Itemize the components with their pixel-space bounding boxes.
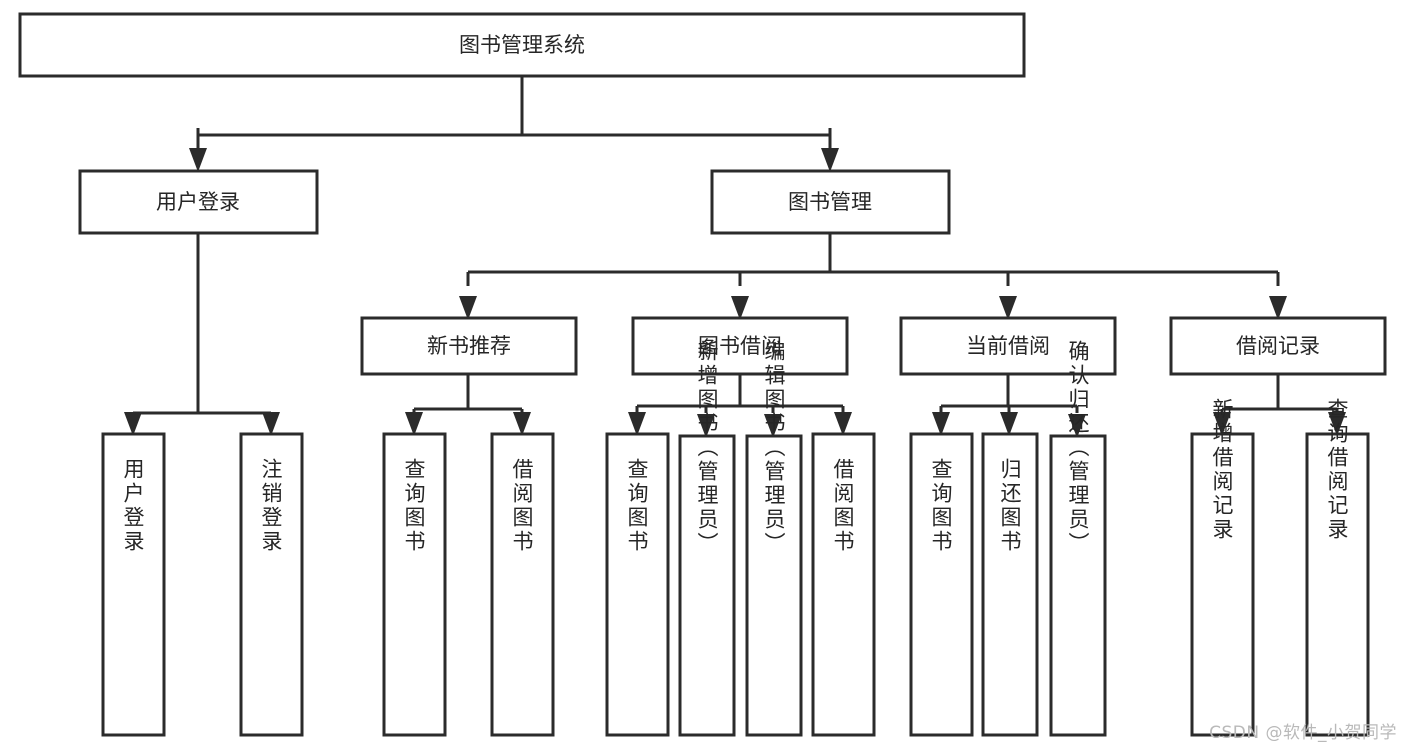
leaf-nbr-query-book-label: 查询图书 [402, 458, 426, 554]
node-user-login[interactable]: 用户登录 [78, 169, 319, 235]
node-borrow-record[interactable]: 借阅记录 [1169, 316, 1387, 376]
node-borrow-record-label: 借阅记录 [1236, 334, 1320, 358]
arrow-leaf-user-login-1 [124, 412, 142, 436]
leaf-bb-query-book-box[interactable] [605, 432, 670, 737]
leaf-bb-edit-book-admin[interactable]: 编辑图书（管理员） [745, 340, 803, 737]
leaf-bb-add-book-admin-box[interactable] [678, 434, 736, 737]
leaf-bb-query-book-label: 查询图书 [625, 458, 649, 554]
node-root-box[interactable] [18, 12, 1026, 78]
node-new-book-recommend-box[interactable] [360, 316, 578, 376]
leaf-bb-edit-book-admin-box[interactable] [745, 434, 803, 737]
arrow-to-book-borrow [731, 296, 749, 320]
leaf-cb-return-book-box[interactable] [981, 432, 1039, 737]
leaf-cb-confirm-return-admin-box[interactable] [1049, 434, 1107, 737]
leaf-bb-borrow-book[interactable]: 借阅图书 [811, 432, 876, 737]
node-new-book-recommend-label: 新书推荐 [427, 334, 511, 358]
node-root-label: 图书管理系统 [459, 33, 585, 57]
arrow-leaf-cb-1 [932, 412, 950, 436]
leaf-user-login-logout-box[interactable] [239, 432, 304, 737]
leaf-user-login-logout-label: 注销登录 [259, 458, 283, 554]
node-borrow-record-box[interactable] [1169, 316, 1387, 376]
leaf-user-login-logout[interactable]: 注销登录 [239, 432, 304, 737]
leaf-cb-confirm-return-admin[interactable]: 确认归还（管理员） [1049, 340, 1107, 737]
arrow-leaf-cb-2 [1000, 412, 1018, 436]
node-current-borrow-label: 当前借阅 [966, 334, 1050, 358]
leaf-br-query-record-box[interactable] [1305, 432, 1370, 737]
node-book-borrow-label: 图书借阅 [698, 334, 782, 358]
leaf-bb-query-book[interactable]: 查询图书 [605, 432, 670, 737]
leaf-br-add-record-label: 新增借阅记录 [1210, 398, 1234, 542]
node-current-borrow[interactable]: 当前借阅 [899, 316, 1117, 376]
node-current-borrow-box[interactable] [899, 316, 1117, 376]
leaf-cb-query-book-box[interactable] [909, 432, 974, 737]
arrow-leaf-nbr-2 [513, 412, 531, 436]
leaf-br-add-record[interactable]: 新增借阅记录 [1190, 398, 1255, 737]
leaf-br-add-record-box[interactable] [1190, 432, 1255, 737]
leaf-nbr-borrow-book-label: 借阅图书 [510, 458, 534, 554]
leaf-cb-return-book[interactable]: 归还图书 [981, 432, 1039, 737]
arrow-leaf-bb-4 [834, 412, 852, 436]
node-book-management-label: 图书管理 [788, 190, 872, 214]
node-book-borrow-box[interactable] [631, 316, 849, 376]
node-book-management-box[interactable] [710, 169, 951, 235]
arrow-to-book-mgmt [821, 148, 839, 172]
node-book-management[interactable]: 图书管理 [710, 169, 951, 235]
leaf-nbr-borrow-book-box[interactable] [490, 432, 555, 737]
leaf-cb-query-book[interactable]: 查询图书 [909, 432, 974, 737]
leaf-bb-borrow-book-box[interactable] [811, 432, 876, 737]
leaf-bb-add-book-admin[interactable]: 新增图书（管理员） [678, 340, 736, 737]
node-user-login-label: 用户登录 [156, 190, 240, 214]
arrow-to-new-book-recommend [459, 296, 477, 320]
arrow-to-user-login [189, 148, 207, 172]
leaf-bb-add-book-admin-label: 新增图书（管理员） [695, 340, 719, 556]
leaf-cb-query-book-label: 查询图书 [929, 458, 953, 554]
arrow-leaf-user-login-2 [262, 412, 280, 436]
leaf-cb-return-book-label: 归还图书 [998, 458, 1022, 554]
leaf-nbr-query-book-box[interactable] [382, 432, 447, 737]
leaf-br-query-record[interactable]: 查询借阅记录 [1305, 398, 1370, 737]
connector-layer [124, 76, 1346, 438]
node-root-book-management-system[interactable]: 图书管理系统 [18, 12, 1026, 78]
leaf-user-login-login-box[interactable] [101, 432, 166, 737]
arrow-to-borrow-record [1269, 296, 1287, 320]
node-user-login-box[interactable] [78, 169, 319, 235]
leaf-nbr-borrow-book[interactable]: 借阅图书 [490, 432, 555, 737]
leaf-bb-borrow-book-label: 借阅图书 [831, 458, 855, 554]
arrow-to-current-borrow [999, 296, 1017, 320]
arrow-leaf-nbr-1 [405, 412, 423, 436]
leaf-br-query-record-label: 查询借阅记录 [1325, 398, 1349, 542]
leaf-cb-confirm-return-admin-label: 确认归还（管理员） [1066, 340, 1090, 556]
arrow-leaf-bb-1 [628, 412, 646, 436]
leaf-nbr-query-book[interactable]: 查询图书 [382, 432, 447, 737]
leaf-user-login-login[interactable]: 用户登录 [101, 432, 166, 737]
node-book-borrow[interactable]: 图书借阅 [631, 316, 849, 376]
node-new-book-recommend[interactable]: 新书推荐 [360, 316, 578, 376]
leaf-user-login-login-label: 用户登录 [121, 458, 145, 554]
leaf-bb-edit-book-admin-label: 编辑图书（管理员） [762, 340, 786, 556]
